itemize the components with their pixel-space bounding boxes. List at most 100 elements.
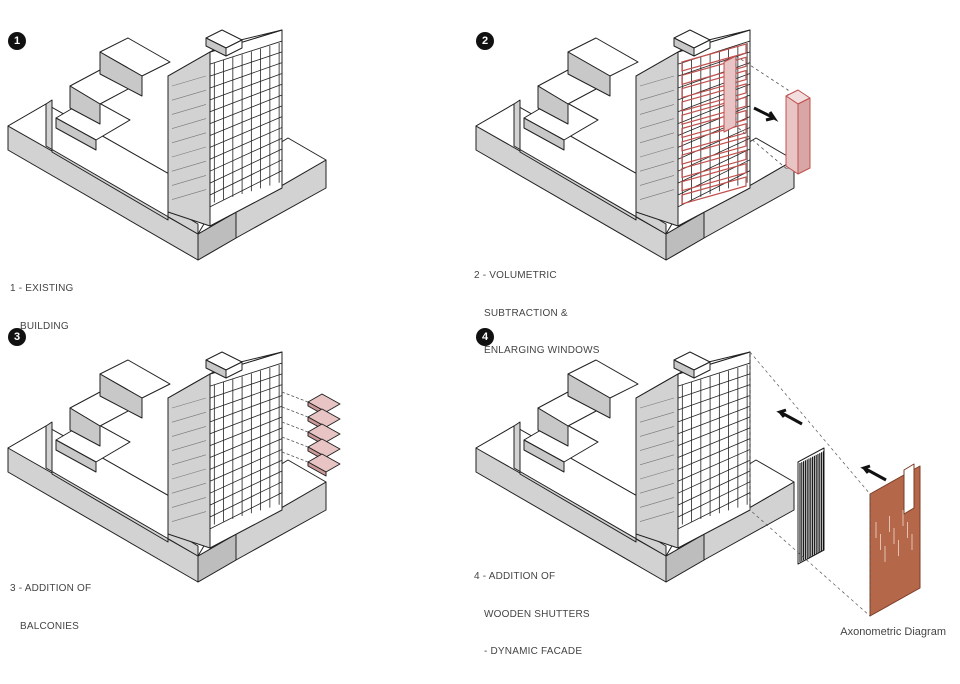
balcony-guide-line <box>281 436 309 448</box>
side-window-line <box>171 511 207 522</box>
tower-roof <box>167 29 283 77</box>
side-window-line <box>171 160 207 172</box>
upper-block-side <box>99 51 143 97</box>
panel-step-1: 1 1 - EXISTING BUILDING <box>0 0 480 332</box>
balcony-slab <box>307 408 341 428</box>
window-floor-line <box>209 40 283 65</box>
mid-block-side <box>69 85 101 125</box>
side-window-line <box>639 426 675 437</box>
side-window-line <box>639 454 675 466</box>
balcony-slab-edge <box>307 461 327 477</box>
window-floor-line <box>677 362 751 387</box>
caption-line: - DYNAMIC FACADE <box>484 646 583 657</box>
balcony-slab <box>307 438 341 458</box>
window-floor-line <box>209 362 283 387</box>
caption-line: SUBTRACTION & <box>484 307 568 319</box>
step-number-badge: 2 <box>476 32 494 50</box>
caption-line: 3 - ADDITION OF <box>10 583 92 594</box>
side-window-line <box>639 440 675 451</box>
shutter-slats <box>799 451 824 562</box>
diagram-title: Axonometric Diagram <box>840 626 946 638</box>
panel-step-3: 3 3 - ADDITION OF BALCONIES <box>0 322 480 644</box>
side-window-line <box>639 89 675 101</box>
upper-block-side <box>567 51 611 97</box>
side-window-line <box>639 104 675 115</box>
window-grid <box>209 362 283 530</box>
side-window-line <box>639 132 675 144</box>
side-window-line <box>639 511 675 522</box>
enlarged-window-outline <box>681 149 747 179</box>
step-caption: 3 - ADDITION OF BALCONIES <box>10 558 91 658</box>
side-window-line <box>171 89 207 101</box>
side-window-line <box>639 468 675 480</box>
side-window-line <box>639 118 675 129</box>
side-window-line <box>171 454 207 466</box>
balcony-guide-line <box>281 406 309 418</box>
side-window-line <box>171 175 207 186</box>
side-window-line <box>639 411 675 423</box>
rooftop-unit-front <box>225 361 243 379</box>
push-out-arrow <box>753 106 779 122</box>
projection-guide <box>749 351 871 617</box>
step-caption: 2 - VOLUMETRIC SUBTRACTION & ENLARGING W… <box>474 245 600 383</box>
low-block-side <box>523 439 565 473</box>
step-caption: 4 - ADDITION OF WOODEN SHUTTERS - DYNAMI… <box>474 546 590 684</box>
tower-left-face <box>167 51 211 227</box>
rooftop-unit-front <box>693 361 711 379</box>
panel-step-2: 2 2 - VOLUMETRIC SUBTRACTION & ENLARGING… <box>468 0 948 356</box>
tower-left-face <box>635 373 679 549</box>
removed-volume-left <box>785 95 799 175</box>
subtracted-slot <box>723 55 737 133</box>
caption-line: BUILDING <box>20 320 69 332</box>
rooftop-unit-front <box>225 39 243 57</box>
tower-roof <box>635 29 751 77</box>
side-window-line <box>171 497 207 508</box>
building-massing <box>475 351 795 583</box>
caption-line: 4 - ADDITION OF <box>474 571 556 582</box>
enlarged-window-outline <box>681 43 747 72</box>
balcony-slab <box>307 393 341 413</box>
side-window-line <box>639 175 675 186</box>
insert-arrow <box>860 464 887 482</box>
low-block-side <box>523 117 565 151</box>
building-massing <box>7 351 327 583</box>
mid-block-side <box>69 407 101 447</box>
low-block-side <box>55 439 97 473</box>
upper-block-side <box>567 373 611 419</box>
side-window-line <box>639 189 675 200</box>
step-number-badge: 3 <box>8 328 26 346</box>
caption-line: BALCONIES <box>20 620 80 632</box>
step-caption: 1 - EXISTING BUILDING <box>10 258 74 358</box>
side-window-line <box>639 146 675 158</box>
side-window-line <box>639 160 675 172</box>
side-window-line <box>171 411 207 423</box>
upper-block-side <box>99 373 143 419</box>
existing-building-drawing <box>7 29 327 261</box>
low-block-side <box>55 117 97 151</box>
tower-roof <box>167 351 283 399</box>
step-number-badge: 1 <box>8 32 26 50</box>
caption-line: WOODEN SHUTTERS <box>484 608 590 620</box>
balcony-guide-line <box>281 421 309 433</box>
enlarged-window-outline <box>681 162 747 192</box>
balcony-slab <box>307 453 341 473</box>
window-grid <box>209 40 283 208</box>
side-window-line <box>171 75 207 87</box>
window-grid <box>677 362 751 530</box>
mid-block-side <box>537 407 569 447</box>
caption-line: 2 - VOLUMETRIC <box>474 270 557 281</box>
balconies-drawing <box>7 351 341 583</box>
building-massing <box>7 29 327 261</box>
balcony-slab <box>307 423 341 443</box>
side-window-line <box>171 104 207 115</box>
side-window-line <box>639 482 675 494</box>
wooden-shutters-drawing <box>475 351 921 617</box>
balcony-guide-line <box>281 391 309 403</box>
balcony-guide-line <box>281 451 309 463</box>
insert-arrow <box>776 408 803 426</box>
side-window-line <box>171 426 207 437</box>
rooftop-unit-front <box>693 39 711 57</box>
step-number-badge: 4 <box>476 328 494 346</box>
side-window-line <box>171 468 207 480</box>
side-window-line <box>171 132 207 144</box>
